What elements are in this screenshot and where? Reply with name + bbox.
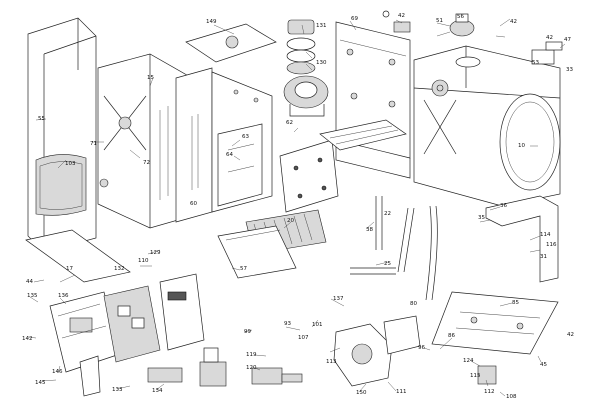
- callout-108: 108: [506, 394, 517, 400]
- callout-55: 55: [38, 116, 45, 122]
- wall-bracket: [531, 41, 563, 65]
- callout-112: 112: [484, 389, 495, 395]
- callout-150: 150: [356, 390, 367, 396]
- callout-137: 137: [333, 296, 344, 302]
- burner-front-panel: [279, 139, 339, 213]
- callout-131: 131: [316, 23, 327, 29]
- callout-85: 85: [512, 300, 519, 306]
- fan-assembly: [283, 75, 329, 117]
- callout-99: 99: [244, 329, 251, 335]
- callout-17: 17: [66, 266, 73, 272]
- callout-115: 115: [470, 373, 481, 379]
- callout-80: 80: [410, 301, 417, 307]
- pressure-relief-valve: [382, 10, 411, 33]
- callout-38: 38: [366, 227, 373, 233]
- callout-33: 33: [566, 67, 573, 73]
- callout-120: 120: [246, 365, 257, 371]
- callout-119: 119: [246, 352, 257, 358]
- callout-116: 116: [546, 242, 557, 248]
- callout-149: 149: [206, 19, 217, 25]
- base-plate: [431, 291, 559, 355]
- boiler-casing-front-panel: [27, 17, 97, 253]
- callout-45: 45: [540, 362, 547, 368]
- callout-93: 93: [284, 321, 291, 327]
- boiler-chassis-frame: [335, 21, 411, 179]
- callout-101: 101: [312, 322, 323, 328]
- pcb-circuit-board: [103, 285, 161, 363]
- pump-assembly: [333, 315, 421, 387]
- callout-labels: 149 131 130 69 51 56 42 42 42 42 47 33 5…: [22, 13, 574, 400]
- inner-side-panel: [175, 67, 213, 223]
- callout-103: 103: [65, 161, 76, 167]
- callout-42-c: 42: [546, 35, 553, 41]
- callout-133: 133: [112, 387, 123, 393]
- callout-146: 146: [52, 369, 63, 375]
- burner-manifold: [319, 119, 407, 151]
- bottom-tray: [25, 229, 131, 283]
- callout-124: 124: [463, 358, 474, 364]
- display-cover: [79, 355, 101, 397]
- hydraulic-manifold: [147, 367, 183, 383]
- callout-10: 10: [518, 143, 525, 149]
- callout-51: 51: [436, 18, 443, 24]
- callout-71: 71: [90, 141, 97, 147]
- callout-53: 53: [532, 60, 539, 66]
- callout-113: 113: [326, 359, 337, 365]
- diverter-valve: [251, 367, 303, 385]
- auto-air-vent: [449, 13, 481, 68]
- flow-sensor: [477, 365, 497, 385]
- callout-135: 135: [27, 293, 38, 299]
- callout-86: 86: [448, 333, 455, 339]
- callout-31: 31: [540, 254, 547, 260]
- callout-25: 25: [384, 261, 391, 267]
- hydraulic-pipework: [350, 196, 438, 301]
- callout-22: 22: [384, 211, 391, 217]
- callout-107: 107: [298, 335, 309, 341]
- callout-36: 36: [500, 203, 507, 209]
- callout-134: 134: [152, 388, 163, 394]
- callout-47: 47: [564, 37, 571, 43]
- expansion-vessel-bracket: [485, 195, 559, 283]
- callout-129: 129: [150, 250, 161, 256]
- leader-lines: [27, 18, 566, 397]
- insulation-panel: [217, 123, 263, 207]
- callout-64: 64: [226, 152, 233, 158]
- top-cover-plate: [185, 23, 277, 63]
- callout-111: 111: [396, 389, 407, 395]
- callout-35: 35: [478, 215, 485, 221]
- callout-15: 15: [147, 75, 154, 81]
- callout-136: 136: [58, 293, 69, 299]
- callout-56: 56: [457, 14, 464, 20]
- callout-130: 130: [316, 60, 327, 66]
- callout-20: 20: [287, 218, 294, 224]
- callout-42-a: 42: [398, 13, 405, 19]
- callout-57: 57: [240, 266, 247, 272]
- expansion-vessel: [499, 93, 561, 191]
- callout-96: 96: [418, 345, 425, 351]
- flue-adaptor: [286, 19, 316, 75]
- callout-145: 145: [35, 380, 46, 386]
- callout-63: 63: [242, 134, 249, 140]
- control-fascia: [159, 273, 205, 351]
- callout-114: 114: [540, 232, 551, 238]
- callout-110: 110: [138, 258, 149, 264]
- gas-valve: [199, 347, 227, 387]
- callout-69: 69: [351, 16, 358, 22]
- callout-42-d: 42: [567, 332, 574, 338]
- combustion-chamber-front: [217, 225, 297, 279]
- callout-72: 72: [143, 160, 150, 166]
- callout-142: 142: [22, 336, 33, 342]
- callout-132: 132: [114, 266, 125, 272]
- callout-44: 44: [26, 279, 33, 285]
- callout-42-b: 42: [510, 19, 517, 25]
- callout-62: 62: [286, 120, 293, 126]
- callout-60: 60: [190, 201, 197, 207]
